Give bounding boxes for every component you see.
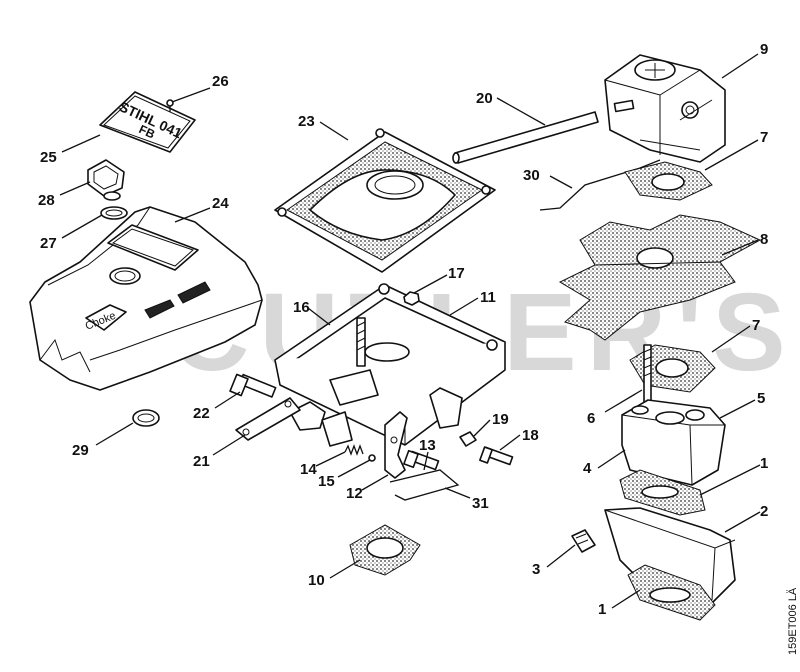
washer-part xyxy=(459,431,477,447)
callout-21: 21 xyxy=(193,453,210,470)
screw-18-part xyxy=(479,446,514,466)
callout-6: 6 xyxy=(587,410,595,427)
carburetor-box-part xyxy=(274,283,506,447)
callout-12: 12 xyxy=(346,485,363,502)
callout-16: 16 xyxy=(293,299,310,316)
callout-11: 11 xyxy=(480,289,496,306)
callout-29: 29 xyxy=(72,442,89,459)
callout-26: 26 xyxy=(212,73,229,90)
carburetor-part xyxy=(604,54,726,163)
callout-31: 31 xyxy=(472,495,489,512)
callout-24: 24 xyxy=(212,195,229,212)
bolt-22-part xyxy=(229,373,277,398)
baffle-plate-part xyxy=(558,214,762,341)
intake-block-part xyxy=(621,399,726,486)
leader-lines xyxy=(59,53,761,609)
callout-27: 27 xyxy=(40,235,57,252)
callout-2: 2 xyxy=(760,503,768,520)
callout-23: 23 xyxy=(298,113,315,130)
callout-1-mid: 1 xyxy=(760,455,768,472)
spring-part xyxy=(344,444,364,456)
callout-30: 30 xyxy=(523,167,540,184)
callout-20: 20 xyxy=(476,90,493,107)
clip-part xyxy=(132,409,160,427)
gasket-10-part xyxy=(349,524,421,576)
callout-4: 4 xyxy=(583,460,592,477)
callout-1-bottom: 1 xyxy=(598,601,606,618)
callout-8: 8 xyxy=(760,231,768,248)
nut-3-part xyxy=(571,529,596,553)
gasket-1-bottom-part xyxy=(627,564,716,621)
callout-18: 18 xyxy=(522,427,539,444)
link-rod-part xyxy=(539,159,661,211)
ring-part xyxy=(100,206,128,220)
callout-15: 15 xyxy=(318,473,335,490)
choke-lever-part xyxy=(384,411,408,479)
plate-text-line2: FB xyxy=(137,122,158,142)
ball-part xyxy=(368,454,376,462)
nut-part xyxy=(403,291,420,306)
screw-part xyxy=(166,99,174,112)
shroud-cover-part: Choke xyxy=(29,206,263,391)
callout-28: 28 xyxy=(38,192,55,209)
callout-17: 17 xyxy=(448,265,465,282)
exhaust-shield-part xyxy=(604,507,736,606)
knob-part xyxy=(87,159,125,201)
callout-19: 19 xyxy=(492,411,509,428)
shaft-part xyxy=(452,111,599,164)
callout-14: 14 xyxy=(300,461,317,478)
bracket-part xyxy=(235,397,301,441)
bolt-13-part xyxy=(403,449,440,471)
callout-5: 5 xyxy=(757,390,765,407)
callout-13: 13 xyxy=(419,437,436,454)
callout-3: 3 xyxy=(532,561,540,578)
callout-7-top: 7 xyxy=(760,129,768,146)
gasket-7-top-part xyxy=(624,161,713,201)
callout-10: 10 xyxy=(308,572,325,589)
callout-25: 25 xyxy=(40,149,57,166)
plate-part: STIHL 041 FB xyxy=(99,91,196,153)
callout-9: 9 xyxy=(760,41,768,58)
callout-7-lower: 7 xyxy=(752,317,760,334)
rod-31-part xyxy=(389,469,460,501)
drawing-code: 159ET006 LÄ xyxy=(787,587,799,655)
callout-labels: 26 25 28 27 24 29 22 21 23 16 17 11 14 1… xyxy=(38,41,768,618)
gasket-1-mid-part xyxy=(619,469,706,516)
callout-22: 22 xyxy=(193,405,210,422)
air-filter-part xyxy=(274,128,496,273)
